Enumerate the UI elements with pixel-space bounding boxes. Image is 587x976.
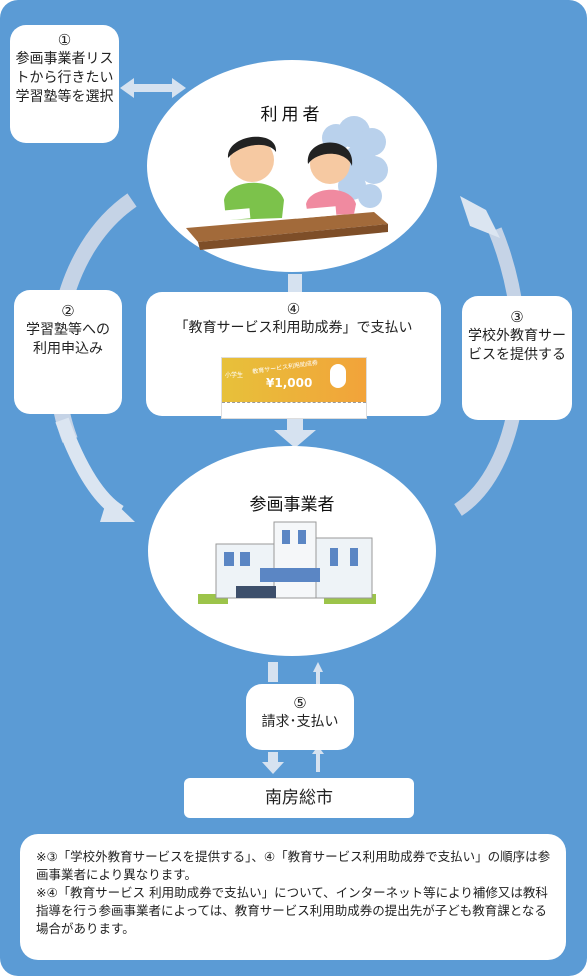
voucher-mascot-icon (330, 364, 346, 388)
step5-text: 請求･支払い (261, 714, 339, 730)
left-curve-arrow-lower (55, 417, 124, 519)
step5-box: ⑤ 請求･支払い (246, 684, 354, 750)
step5-number: ⑤ (293, 694, 307, 712)
voucher-amount: ¥1,000 (266, 376, 313, 390)
step1-number: ① (57, 31, 72, 49)
step1-box: ① 参画事業者リストから行きたい学習塾等を選択 (10, 25, 119, 143)
note-2: ※④「教育サービス 利用助成券で支払い」について、インターネット等により補修又は… (36, 885, 548, 936)
step4-text: 「教育サービス利用助成券」で支払い (174, 320, 413, 336)
step2-number: ② (61, 302, 75, 320)
down-arrow-left (268, 662, 278, 682)
down-arrow-step5 (262, 752, 284, 774)
voucher-grade: 小学生 (225, 372, 244, 379)
step1-text: 参画事業者リストから行きたい学習塾等を選択 (15, 51, 114, 105)
provider-label: 参画事業者 (249, 495, 335, 515)
center-down-arrow (274, 418, 316, 448)
step3-number: ③ (510, 308, 524, 326)
step4-number: ④ (286, 300, 301, 318)
right-arrowhead (460, 196, 500, 238)
city-box: 南房総市 (184, 778, 414, 818)
voucher-image: 小学生 教育サービス利用助成券 ¥1,000 (221, 357, 367, 419)
user-oval (147, 60, 437, 272)
step3-text: 学校外教育サービスを提供する (468, 328, 566, 363)
notes-box: ※③「学校外教育サービスを提供する」、④「教育サービス利用助成券で支払い」の順序… (20, 834, 566, 960)
double-arrow-icon (120, 78, 186, 98)
up-arrow-right (313, 662, 323, 685)
step2-box: ② 学習塾等への利用申込み (14, 290, 122, 414)
step2-text: 学習塾等への利用申込み (26, 322, 110, 357)
provider-oval (148, 446, 436, 656)
voucher-stub (222, 402, 366, 419)
left-arrowhead (100, 496, 135, 522)
note-1: ※③「学校外教育サービスを提供する」、④「教育サービス利用助成券で支払い」の順序… (36, 849, 551, 882)
center-connector (288, 274, 302, 294)
user-label: 利用者 (260, 105, 324, 125)
step3-box: ③ 学校外教育サービスを提供する (462, 296, 572, 420)
city-label: 南房総市 (265, 788, 333, 808)
up-arrow-step5 (312, 746, 324, 772)
